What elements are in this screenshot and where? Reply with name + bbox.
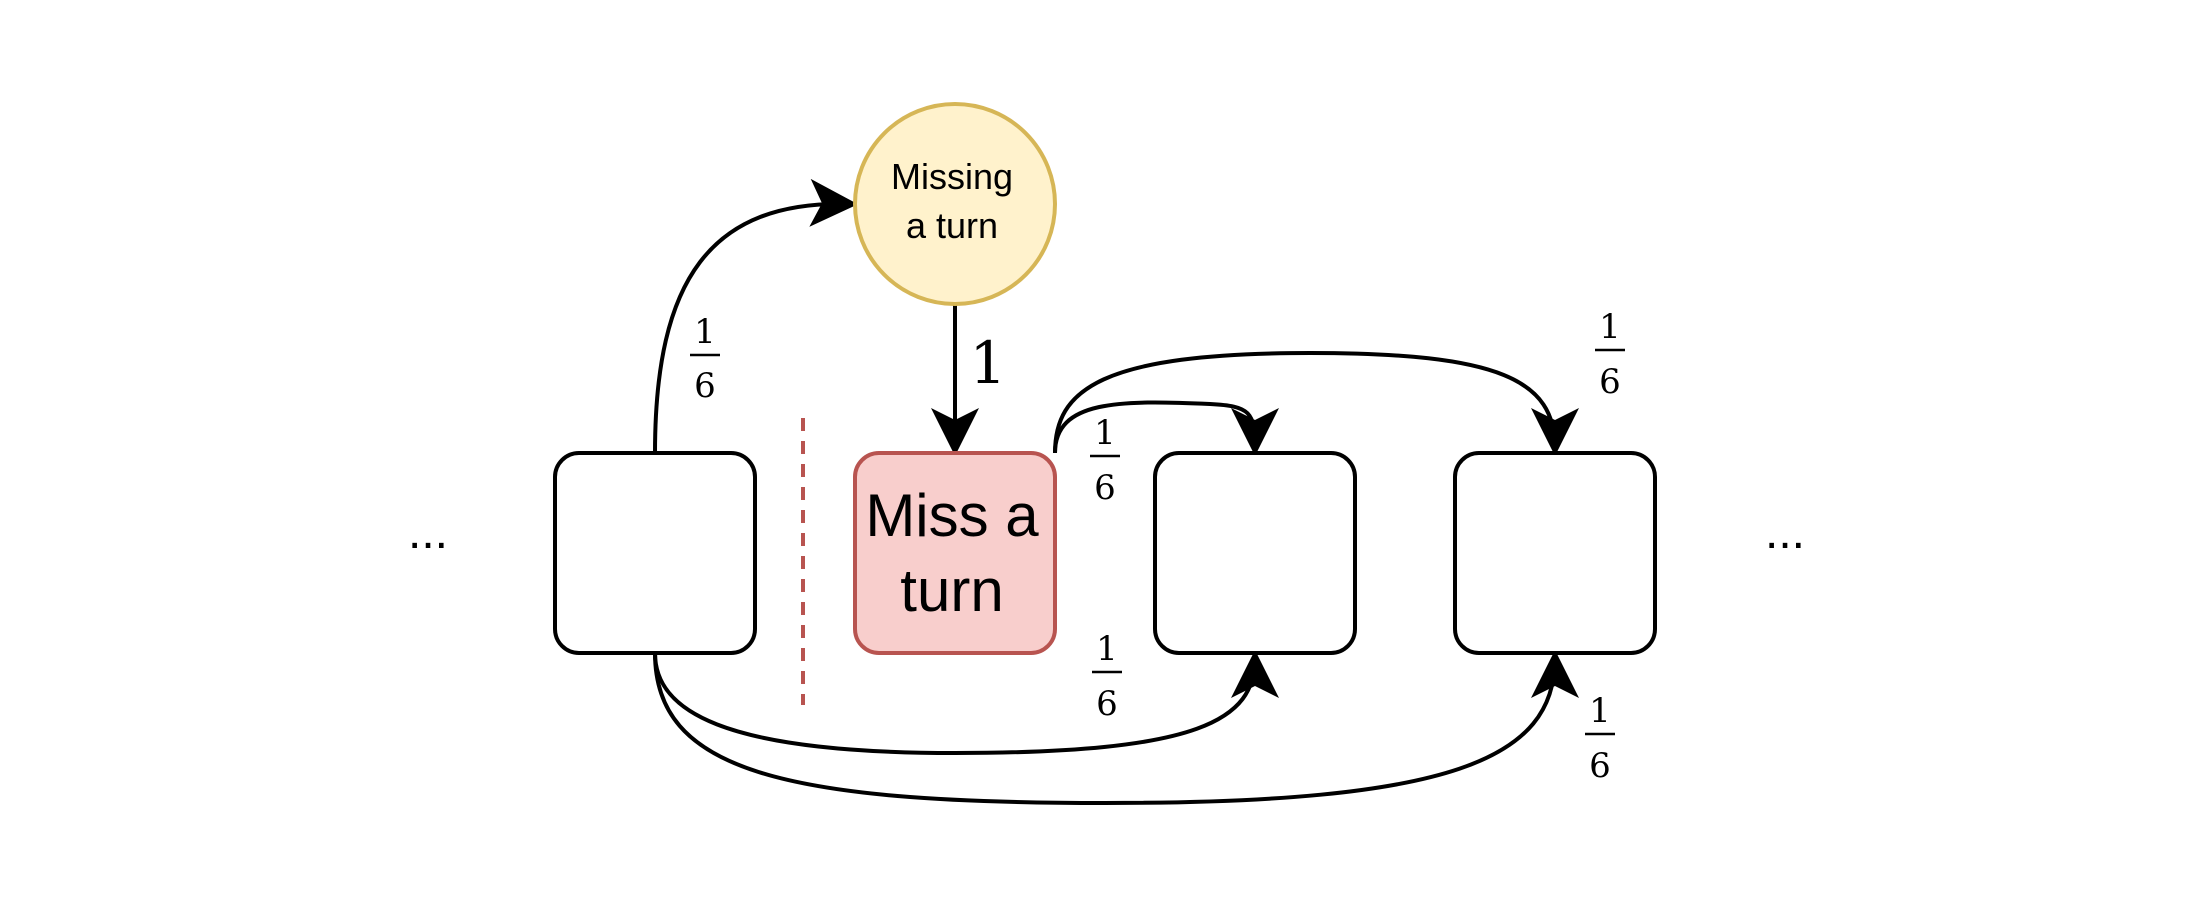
miss-square-line1: Miss a	[865, 482, 1039, 549]
label-miss-to-sq4: 1 6	[1595, 307, 1625, 402]
missing-turn-state	[853, 102, 1057, 306]
ellipsis-left: ...	[408, 506, 448, 559]
edge-label-one: 1	[970, 329, 1007, 397]
label-left-to-sq3: 1 6	[1092, 629, 1122, 724]
label-left-to-missing: 1 6	[690, 312, 720, 406]
frac-num: 1	[1094, 413, 1116, 453]
miss-a-turn-square	[853, 451, 1057, 655]
missing-state-line2: a turn	[906, 205, 998, 246]
missing-state-line1: Missing	[891, 156, 1013, 197]
edge-miss-to-sq3	[1053, 400, 1279, 456]
frac-num: 1	[694, 312, 716, 352]
edge-left-to-sq4	[653, 650, 1579, 806]
square-4	[1453, 451, 1657, 655]
frac-num: 1	[1599, 307, 1621, 347]
frac-den: 6	[1599, 362, 1621, 402]
square-left	[553, 451, 757, 655]
edge-left-to-sq3	[653, 650, 1279, 756]
frac-den: 6	[1096, 684, 1118, 724]
miss-square-line2: turn	[900, 557, 1003, 624]
square-3	[1153, 451, 1357, 655]
frac-den: 6	[694, 366, 716, 406]
frac-den: 6	[1094, 468, 1116, 508]
frac-num: 1	[1589, 691, 1611, 731]
ellipsis-right: ...	[1765, 506, 1805, 559]
label-left-to-sq4: 1 6	[1585, 691, 1615, 786]
frac-num: 1	[1096, 629, 1118, 669]
edge-left-to-missing	[653, 178, 858, 454]
edge-miss-to-sq4	[1053, 350, 1579, 456]
label-miss-to-sq3: 1 6	[1090, 413, 1120, 508]
frac-den: 6	[1589, 746, 1611, 786]
